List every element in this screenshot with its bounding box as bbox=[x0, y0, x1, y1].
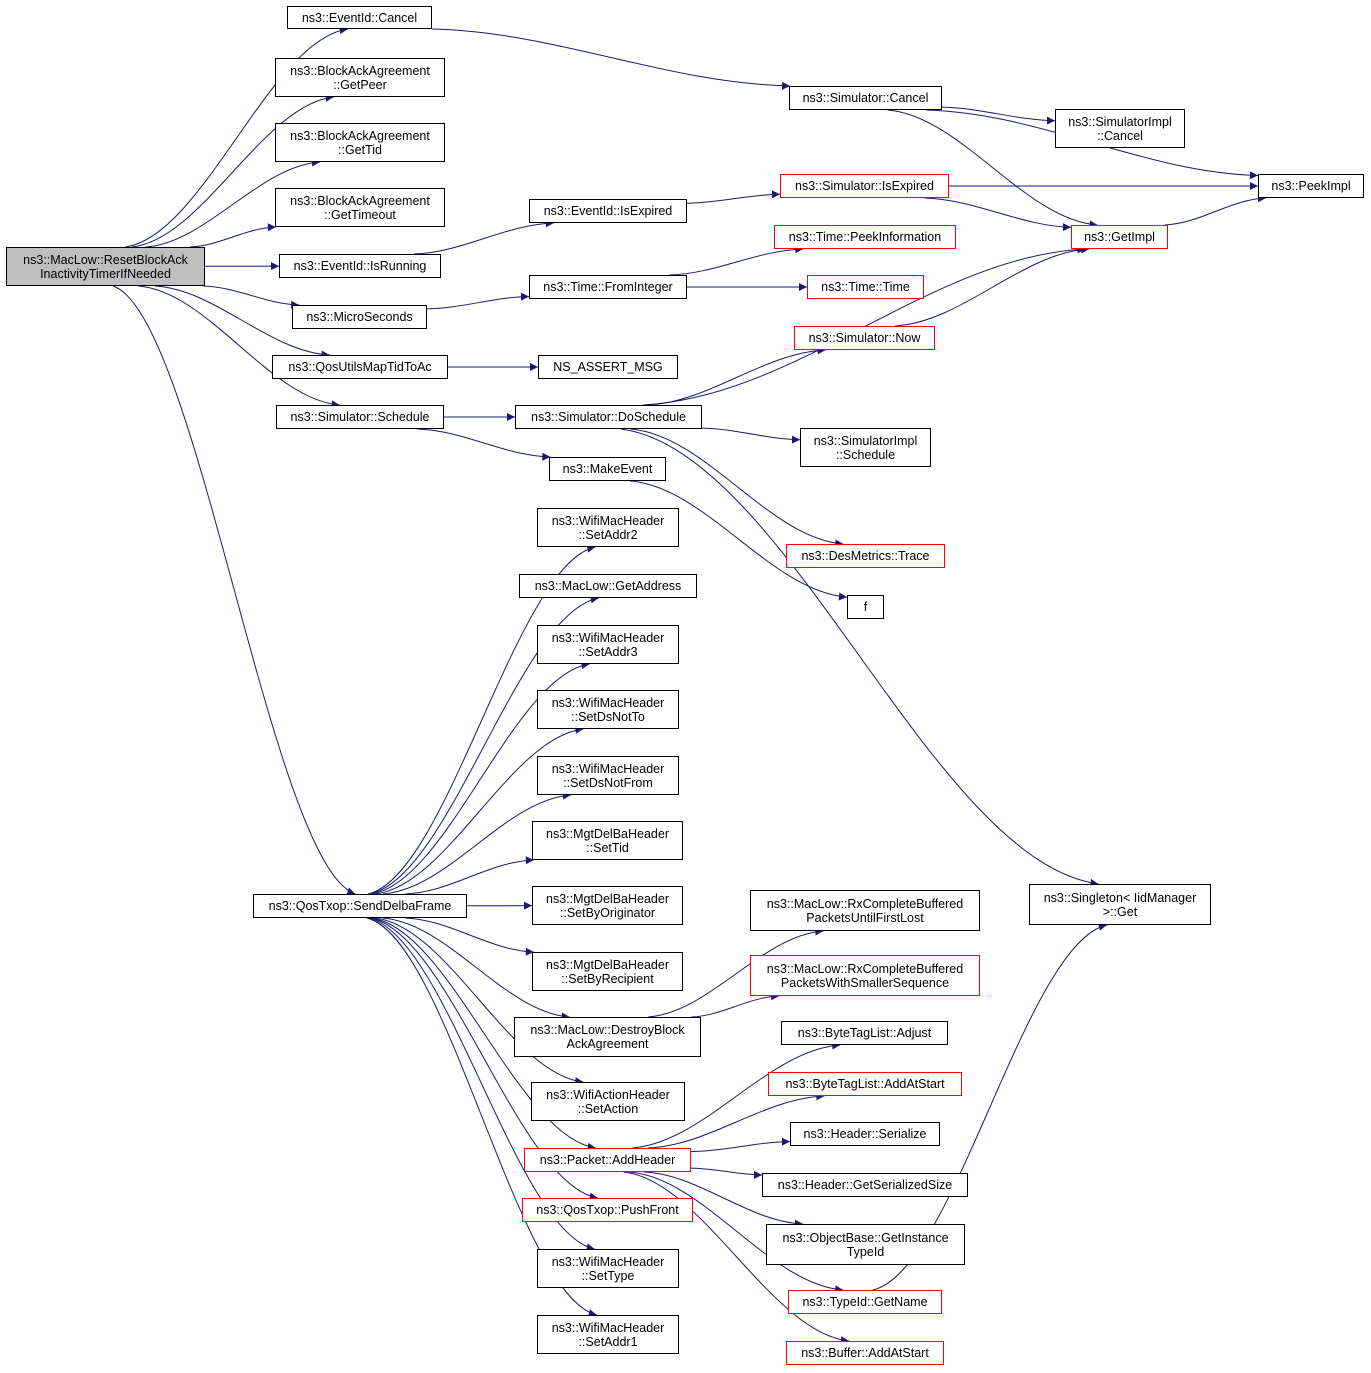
graph-node-setAddr2[interactable]: ns3::WifiMacHeader ::SetAddr2 bbox=[537, 508, 679, 547]
call-edge-addHeader-to-bufAddAtStart bbox=[623, 1171, 850, 1345]
call-edge-sendDelba-to-addHeader bbox=[371, 917, 596, 1151]
graph-node-delbaSetTid[interactable]: ns3::MgtDelBaHeader ::SetTid bbox=[532, 821, 683, 860]
graph-node-peekImpl[interactable]: ns3::PeekImpl bbox=[1258, 174, 1364, 198]
call-edge-destroyBA-to-rxFirstLost bbox=[648, 927, 824, 1018]
graph-node-hdrGetSize[interactable]: ns3::Header::GetSerializedSize bbox=[762, 1173, 968, 1197]
graph-node-setType[interactable]: ns3::WifiMacHeader ::SetType bbox=[537, 1249, 679, 1288]
call-edge-fromInteger-to-peekInfo bbox=[669, 245, 804, 276]
call-edge-sendDelba-to-setAction bbox=[375, 917, 584, 1086]
graph-node-typeIdGetName[interactable]: ns3::TypeId::GetName bbox=[788, 1290, 942, 1314]
graph-node-bufAddAtStart[interactable]: ns3::Buffer::AddAtStart bbox=[786, 1341, 944, 1365]
call-edge-root-to-qosMap bbox=[154, 285, 330, 359]
call-edge-addHeader-to-typeIdGetName bbox=[629, 1171, 844, 1294]
graph-node-setByRecip[interactable]: ns3::MgtDelBaHeader ::SetByRecipient bbox=[532, 952, 683, 991]
call-edge-root-to-evCancel bbox=[125, 26, 348, 248]
graph-node-microSeconds[interactable]: ns3::MicroSeconds bbox=[292, 305, 427, 329]
graph-node-fromInteger[interactable]: ns3::Time::FromInteger bbox=[529, 275, 687, 299]
call-edge-sendDelba-to-pushFront bbox=[369, 917, 598, 1201]
graph-node-getTid[interactable]: ns3::BlockAckAgreement ::GetTid bbox=[275, 123, 445, 162]
graph-node-evIsExpired[interactable]: ns3::EventId::IsExpired bbox=[529, 199, 687, 223]
graph-node-pushFront[interactable]: ns3::QosTxop::PushFront bbox=[522, 1198, 693, 1222]
call-edge-isRunning-to-evIsExpired bbox=[414, 219, 554, 255]
call-edge-microSeconds-to-fromInteger bbox=[426, 292, 530, 310]
call-edge-sendDelba-to-setType bbox=[368, 917, 595, 1252]
call-edge-getImpl-to-peekImpl bbox=[1164, 194, 1266, 226]
graph-node-getTimeout[interactable]: ns3::BlockAckAgreement ::GetTimeout bbox=[275, 188, 445, 227]
graph-node-getPeer[interactable]: ns3::BlockAckAgreement ::GetPeer bbox=[275, 58, 445, 97]
call-edge-evCancel-to-simCancel bbox=[431, 28, 791, 90]
graph-node-rxFirstLost[interactable]: ns3::MacLow::RxCompleteBuffered PacketsU… bbox=[750, 890, 980, 931]
graph-node-implCancel[interactable]: ns3::SimulatorImpl ::Cancel bbox=[1055, 109, 1185, 148]
graph-node-getAddress[interactable]: ns3::MacLow::GetAddress bbox=[519, 574, 697, 598]
call-edge-sendDelba-to-delbaSetTid bbox=[405, 856, 534, 895]
call-edge-addHeader-to-hdrSerialize bbox=[690, 1137, 791, 1153]
graph-node-btlAddAtStart[interactable]: ns3::ByteTagList::AddAtStart bbox=[768, 1072, 962, 1096]
graph-node-setDsNotFrom[interactable]: ns3::WifiMacHeader ::SetDsNotFrom bbox=[537, 756, 679, 795]
graph-node-setAddr3[interactable]: ns3::WifiMacHeader ::SetAddr3 bbox=[537, 625, 679, 664]
call-edge-addHeader-to-objGetInst bbox=[644, 1171, 803, 1228]
call-edge-sendDelba-to-destroyBA bbox=[382, 917, 570, 1021]
graph-node-root[interactable]: ns3::MacLow::ResetBlockAck InactivityTim… bbox=[6, 247, 205, 286]
graph-node-doSchedule[interactable]: ns3::Simulator::DoSchedule bbox=[515, 405, 702, 429]
call-edge-destroyBA-to-rxSmaller bbox=[691, 992, 780, 1018]
call-edge-simNow-to-getImpl bbox=[894, 245, 1090, 327]
call-edge-sendDelba-to-setAddr1 bbox=[366, 917, 597, 1317]
graph-node-singletonGet[interactable]: ns3::Singleton< IidManager >::Get bbox=[1029, 884, 1211, 925]
graph-node-makeEvent[interactable]: ns3::MakeEvent bbox=[549, 457, 666, 481]
graph-node-simIsExpired[interactable]: ns3::Simulator::IsExpired bbox=[780, 174, 949, 198]
graph-node-addHeader[interactable]: ns3::Packet::AddHeader bbox=[524, 1148, 691, 1172]
call-edge-addHeader-to-btlAddAtStart bbox=[648, 1092, 825, 1149]
call-edge-doSchedule-to-singletonGet bbox=[621, 428, 1099, 887]
call-edge-makeEvent-to-fFunc bbox=[629, 480, 848, 601]
graph-node-rxSmaller[interactable]: ns3::MacLow::RxCompleteBuffered PacketsW… bbox=[750, 955, 980, 996]
graph-node-implSchedule[interactable]: ns3::SimulatorImpl ::Schedule bbox=[800, 428, 931, 467]
call-edge-root-to-sendDelba bbox=[113, 285, 356, 896]
call-edge-doSchedule-to-desTrace bbox=[630, 428, 844, 548]
graph-node-setDsNotTo[interactable]: ns3::WifiMacHeader ::SetDsNotTo bbox=[537, 690, 679, 729]
graph-node-qosMap[interactable]: ns3::QosUtilsMapTidToAc bbox=[272, 355, 448, 379]
graph-node-destroyBA[interactable]: ns3::MacLow::DestroyBlock AckAgreement bbox=[514, 1017, 701, 1057]
call-edge-simCancel-to-implCancel bbox=[941, 106, 1056, 125]
call-edge-evIsExpired-to-simIsExpired bbox=[686, 190, 781, 204]
call-edge-root-to-getTid bbox=[145, 158, 321, 248]
call-edge-sendDelba-to-getAddress bbox=[369, 595, 599, 895]
call-edge-doSchedule-to-implSchedule bbox=[701, 427, 801, 444]
graph-node-nsAssert[interactable]: NS_ASSERT_MSG bbox=[538, 355, 678, 379]
graph-node-sendDelba[interactable]: ns3::QosTxop::SendDelbaFrame bbox=[253, 894, 467, 918]
call-edge-sendDelba-to-setAddr3 bbox=[371, 661, 590, 895]
graph-node-timeTime[interactable]: ns3::Time::Time bbox=[807, 275, 924, 299]
call-edge-simSchedule-to-makeEvent bbox=[417, 428, 551, 461]
call-edge-simCancel-to-getImpl bbox=[887, 109, 1098, 229]
graph-node-peekInfo[interactable]: ns3::Time::PeekInformation bbox=[774, 225, 956, 249]
call-edge-root-to-simSchedule bbox=[138, 285, 340, 409]
graph-node-btlAdjust[interactable]: ns3::ByteTagList::Adjust bbox=[781, 1021, 948, 1045]
graph-node-fFunc[interactable]: f bbox=[847, 595, 884, 619]
call-edge-simIsExpired-to-getImpl bbox=[924, 197, 1072, 232]
graph-node-simSchedule[interactable]: ns3::Simulator::Schedule bbox=[276, 405, 444, 429]
graph-node-evCancel[interactable]: ns3::EventId::Cancel bbox=[287, 6, 432, 29]
call-edge-addHeader-to-hdrGetSize bbox=[690, 1167, 763, 1179]
call-edge-sendDelba-to-setAddr2 bbox=[367, 544, 596, 895]
graph-node-desTrace[interactable]: ns3::DesMetrics::Trace bbox=[786, 544, 945, 568]
call-edge-sendDelba-to-setDsNotFrom bbox=[382, 791, 571, 895]
graph-node-simCancel[interactable]: ns3::Simulator::Cancel bbox=[789, 86, 942, 110]
call-edge-root-to-getTimeout bbox=[189, 223, 276, 248]
graph-node-setAction[interactable]: ns3::WifiActionHeader ::SetAction bbox=[531, 1082, 685, 1121]
call-edge-sendDelba-to-setByRecip bbox=[405, 917, 534, 956]
graph-node-hdrSerialize[interactable]: ns3::Header::Serialize bbox=[790, 1122, 940, 1146]
call-edge-addHeader-to-btlAdjust bbox=[631, 1041, 841, 1149]
graph-node-setAddr1[interactable]: ns3::WifiMacHeader ::SetAddr1 bbox=[537, 1315, 679, 1354]
graph-node-simNow[interactable]: ns3::Simulator::Now bbox=[794, 326, 935, 350]
call-edge-root-to-getPeer bbox=[131, 93, 334, 248]
graph-node-isRunning[interactable]: ns3::EventId::IsRunning bbox=[279, 254, 441, 278]
call-edge-sendDelba-to-setDsNotTo bbox=[375, 725, 584, 895]
graph-node-setByOrig[interactable]: ns3::MgtDelBaHeader ::SetByOriginator bbox=[532, 886, 683, 925]
call-edge-typeIdGetName-to-singletonGet bbox=[872, 922, 1107, 1291]
call-edge-root-to-microSeconds bbox=[203, 285, 300, 309]
graph-node-objGetInst[interactable]: ns3::ObjectBase::GetInstance TypeId bbox=[766, 1224, 965, 1265]
graph-node-getImpl[interactable]: ns3::GetImpl bbox=[1071, 225, 1168, 249]
